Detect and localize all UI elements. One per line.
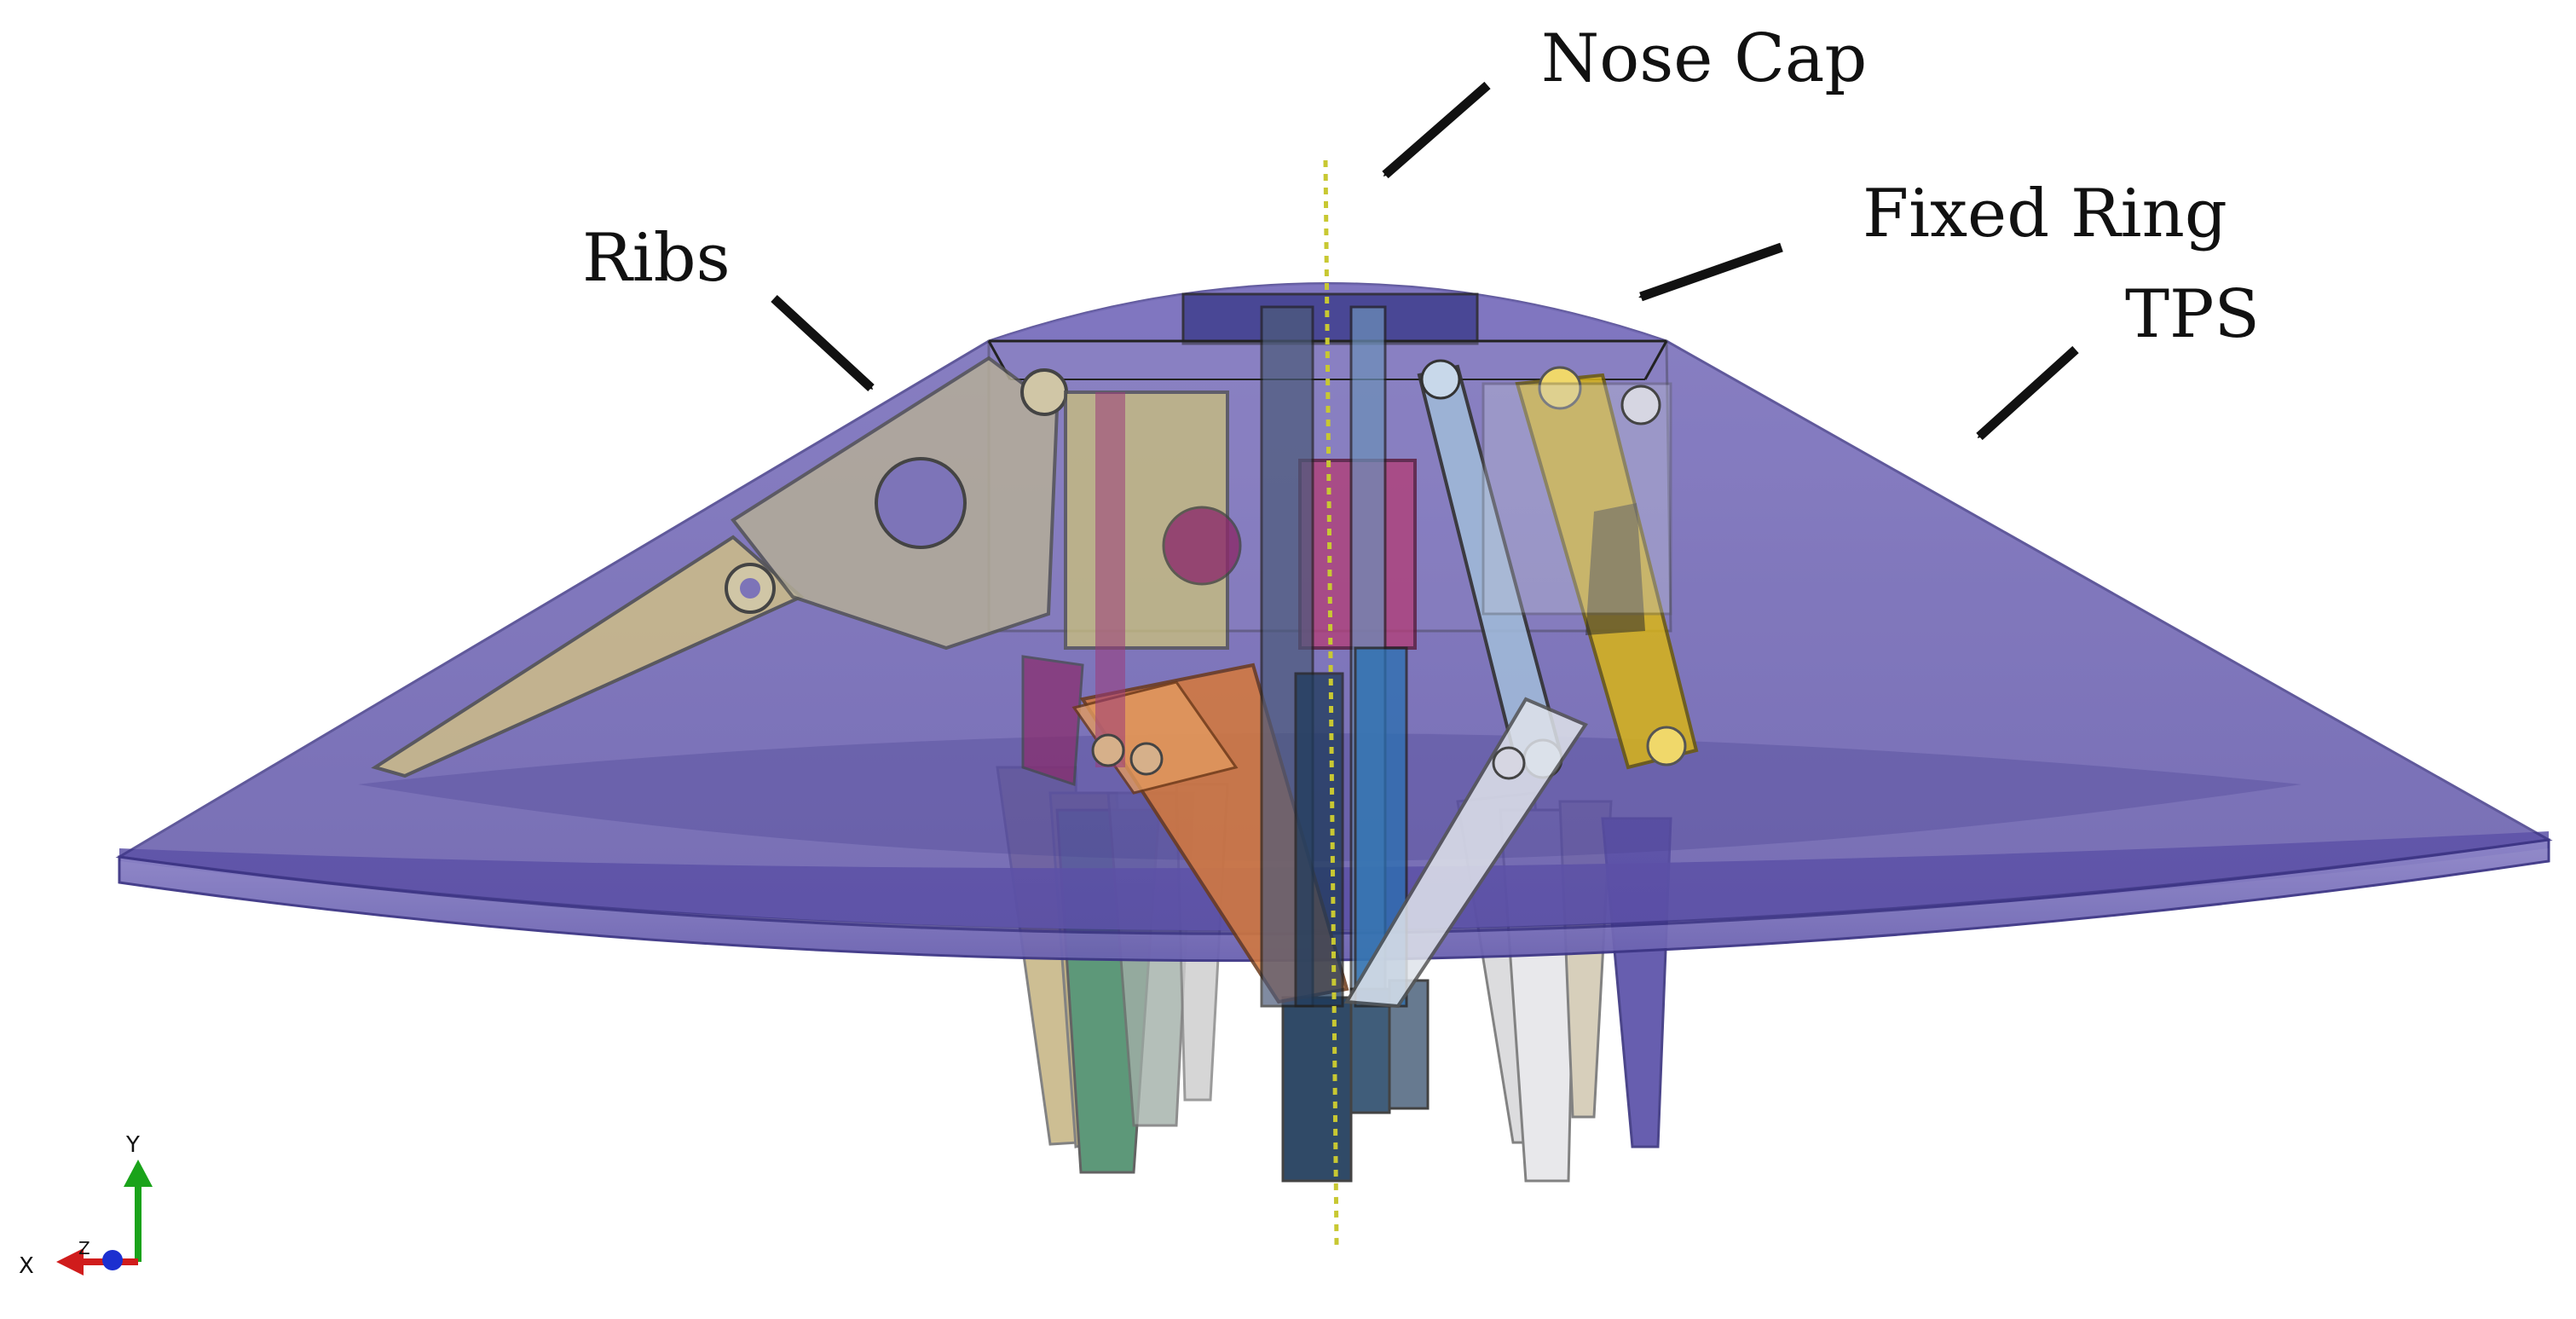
- tps-arrow: [1976, 345, 2079, 441]
- triad-label-x: X: [19, 1253, 34, 1279]
- axis-triad: [56, 1160, 153, 1276]
- label-tps: TPS: [2125, 276, 2260, 353]
- nose-cap-arrow: [1382, 81, 1491, 179]
- triad-label-y: Y: [126, 1132, 140, 1158]
- z-axis-dot: [102, 1250, 123, 1270]
- callout-arrows: [771, 81, 2079, 441]
- symmetry-axis: [1323, 159, 1339, 1246]
- label-nose-cap: Nose Cap: [1541, 20, 1868, 97]
- ribs-arrow: [771, 294, 875, 392]
- fixed-ring-arrow: [1638, 242, 1783, 302]
- label-ribs: Ribs: [582, 220, 731, 297]
- label-fixed-ring: Fixed Ring: [1863, 176, 2227, 252]
- triad-label-z: Z: [78, 1238, 90, 1258]
- ribs-mechanism: [371, 305, 1699, 1009]
